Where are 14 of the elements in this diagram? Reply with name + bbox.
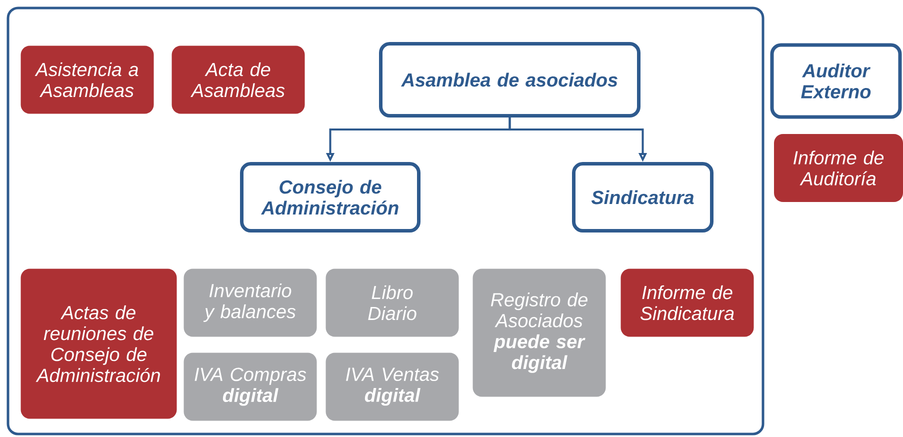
document-box: Informe de Sindicatura <box>620 268 754 337</box>
document-box: IVA Ventas digital <box>326 352 459 421</box>
organ-box: Auditor Externo <box>770 43 902 119</box>
document-box: Inventario y balances <box>184 268 317 337</box>
organ-box: Asamblea de asociados <box>379 42 640 118</box>
organ-box: Sindicatura <box>572 162 714 232</box>
document-box: Acta de Asambleas <box>172 46 305 114</box>
organ-box: Consejo de Administración <box>240 162 420 232</box>
document-box: IVA Compras digital <box>184 352 317 421</box>
document-box: Actas de reuniones de Consejo de Administración <box>20 268 177 419</box>
document-box: Registro de Asociados puede ser digital <box>472 268 606 397</box>
document-box: Asistencia a Asambleas <box>20 46 154 114</box>
document-box: Libro Diario <box>326 268 459 337</box>
document-box: Informe de Auditoría <box>774 134 903 202</box>
